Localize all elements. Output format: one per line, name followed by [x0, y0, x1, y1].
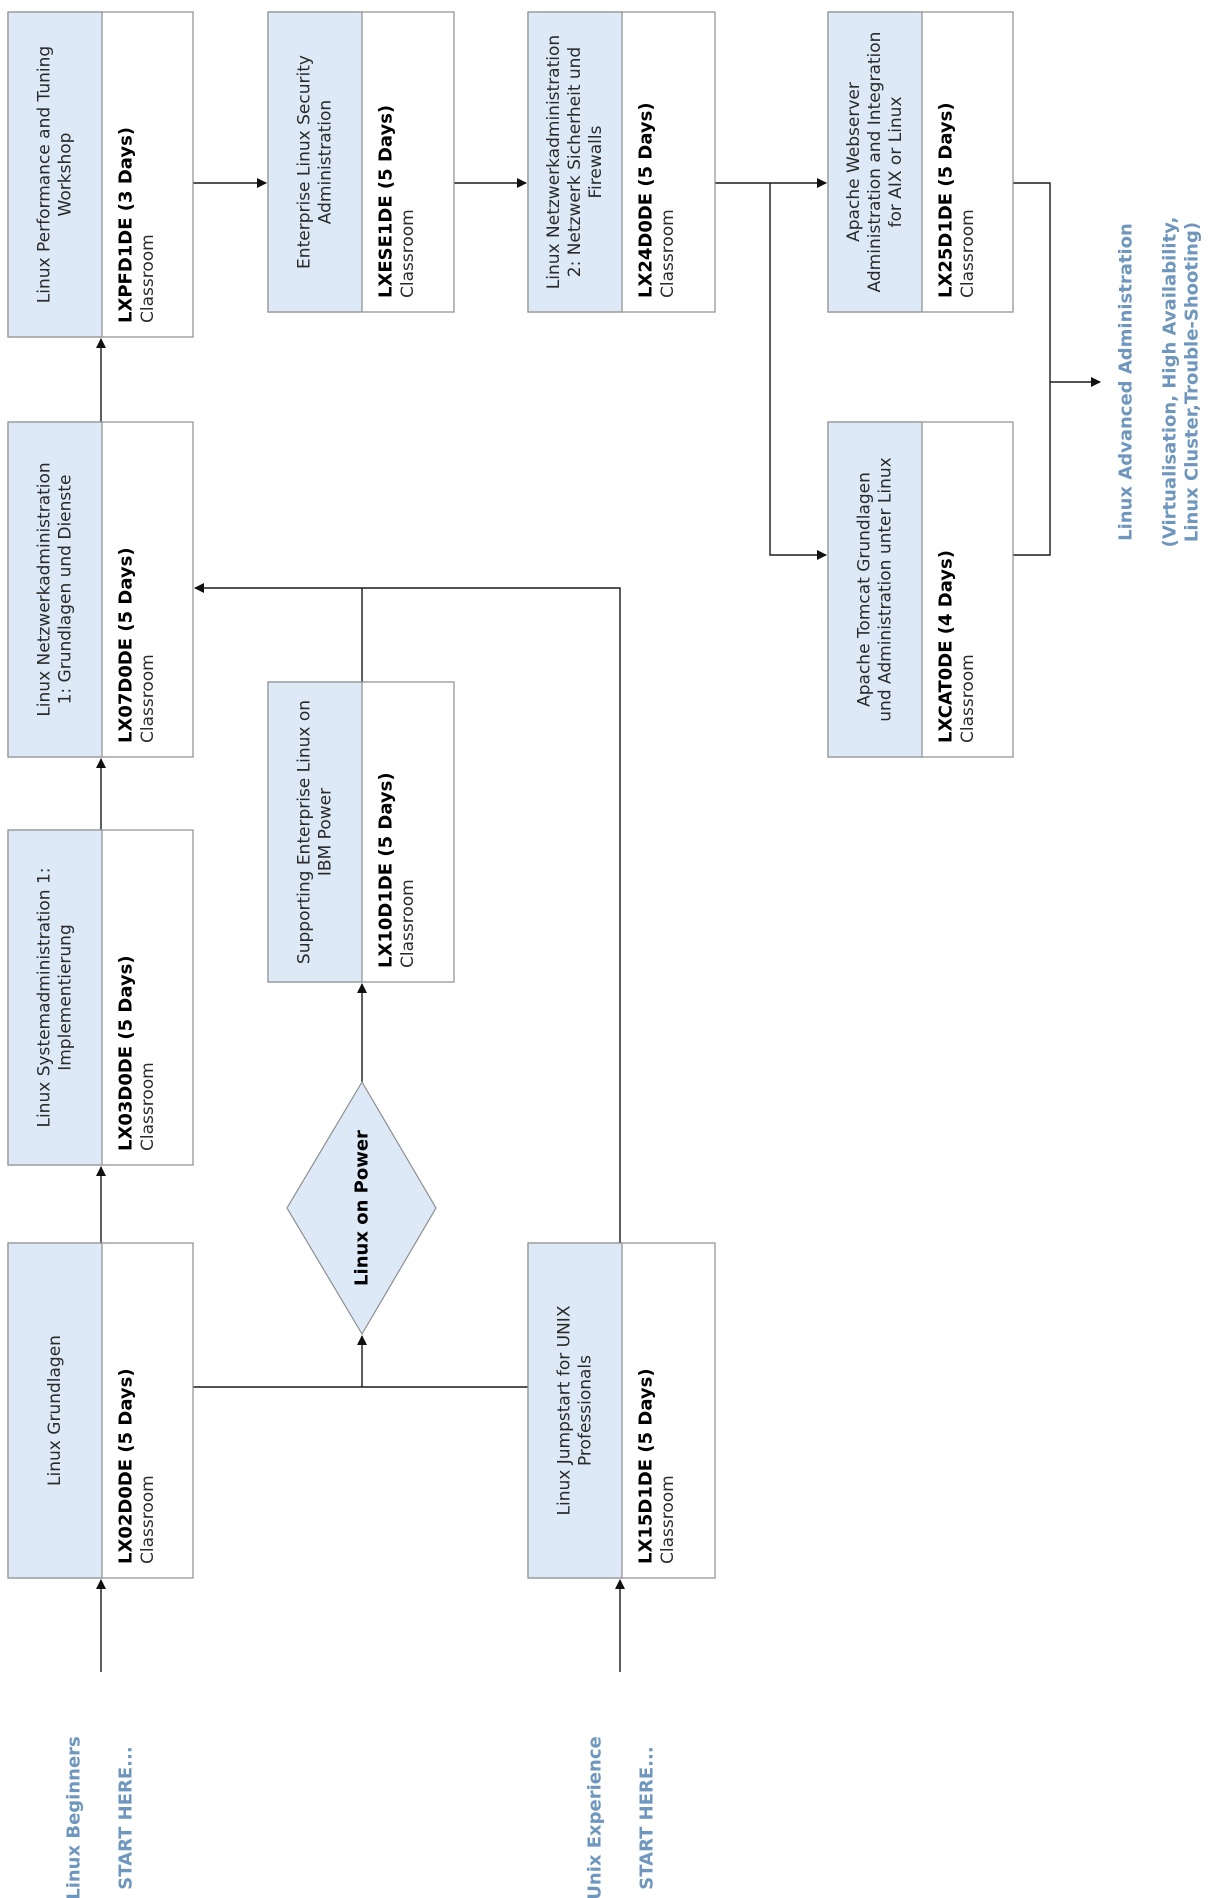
- course-title-line: Apache Tomcat Grundlagen: [855, 472, 875, 707]
- course-code: LX15D1DE (5 Days): [636, 1368, 657, 1564]
- start-label-line: Unix Experience: [585, 1736, 606, 1898]
- course-title-panel: [7, 11, 103, 338]
- course-delivery-mode: Classroom: [138, 654, 158, 743]
- course-delivery-mode: Classroom: [138, 1475, 158, 1564]
- course-title-line: Administration and Integration: [865, 32, 885, 293]
- course-box-02d[interactable]: Linux Grundlagen LX02D0DE (5 Days)Classro…: [7, 1242, 194, 1579]
- course-title-panel: [827, 11, 923, 313]
- decision-diamond-linux-on-power[interactable]: Linux on Power: [286, 1080, 437, 1336]
- course-title-line: for AIX or Linux: [886, 96, 906, 227]
- course-title-panel: [527, 1242, 623, 1579]
- course-title-line: Linux Netzwerkadministration: [544, 35, 564, 289]
- course-delivery-mode: Classroom: [398, 209, 418, 298]
- course-code: LXPFD1DE (3 Days): [116, 127, 137, 323]
- course-title-line: Firewalls: [586, 125, 606, 198]
- course-title-line: Administration: [316, 100, 336, 224]
- course-title-line: und Administration unter Linux: [876, 457, 896, 721]
- course-title-line: Workshop: [56, 133, 76, 217]
- course-title-line: 1: Grundlagen und Dienste: [56, 475, 76, 705]
- start-label-line: START HERE...: [116, 1746, 137, 1889]
- course-delivery-mode: Classroom: [958, 654, 978, 743]
- arrow-lx24-to-lxcat: [769, 183, 827, 560]
- course-title-line: 2: Netzwerk Sicherheit und: [565, 47, 585, 277]
- course-code: LX24D0DE (5 Days): [636, 102, 657, 298]
- course-title-line: Implementierung: [56, 924, 76, 1071]
- course-code: LX02D0DE (5 Days): [116, 1368, 137, 1564]
- course-title-line: Professionals: [576, 1355, 596, 1466]
- course-code: LX10D1DE (5 Days): [376, 772, 397, 968]
- course-title-panel: [7, 1242, 103, 1579]
- course-delivery-mode: Classroom: [138, 234, 158, 323]
- course-delivery-mode: Classroom: [658, 209, 678, 298]
- start-label-unix: Unix Experience START HERE...: [585, 1736, 658, 1898]
- course-box-03d[interactable]: Linux Systemadministration 1:Implementie…: [7, 829, 194, 1166]
- goal-label-advanced-administration: Linux Advanced Administration (Virtualisa…: [1116, 217, 1203, 548]
- course-title-panel: [7, 421, 103, 758]
- goal-subtitle-line: Linux Cluster,Trouble-Shooting): [1182, 222, 1203, 542]
- start-label-line: Linux Beginners: [64, 1736, 85, 1898]
- course-title-line: Linux Jumpstart for UNIX: [555, 1305, 575, 1515]
- course-code: LXESE1DE (5 Days): [376, 105, 397, 298]
- course-title-line: Linux Grundlagen: [45, 1335, 65, 1486]
- course-title-panel: [7, 829, 103, 1166]
- course-code: LX07D0DE (5 Days): [116, 547, 137, 743]
- decision-label: Linux on Power: [352, 1130, 373, 1286]
- course-delivery-mode: Classroom: [138, 1062, 158, 1151]
- course-title-line: Linux Netzwerkadministration: [35, 462, 55, 716]
- course-code: LX03D0DE (5 Days): [116, 955, 137, 1151]
- decision-diamond-shape: [286, 1080, 437, 1336]
- start-label-beginners: Linux Beginners START HERE...: [64, 1736, 137, 1898]
- course-delivery-mode: Classroom: [398, 879, 418, 968]
- course-code: LX25D1DE (5 Days): [936, 102, 957, 298]
- course-delivery-mode: Classroom: [958, 209, 978, 298]
- course-code: LXCAT0DE (4 Days): [936, 550, 957, 743]
- arrow-lx15-to-lx07: [194, 583, 621, 1243]
- course-title-line: Linux Systemadministration 1:: [35, 867, 55, 1127]
- course-title-line: Supporting Enterprise Linux on: [295, 700, 315, 964]
- course-title-panel: [267, 11, 363, 313]
- start-label-line: START HERE...: [637, 1746, 658, 1889]
- course-title-line: Linux Performance and Tuning: [35, 46, 55, 303]
- course-title-panel: [827, 421, 923, 758]
- goal-title: Linux Advanced Administration: [1116, 223, 1137, 541]
- course-title-panel: [267, 681, 363, 983]
- course-title-line: Enterprise Linux Security: [295, 55, 315, 269]
- course-title-panel: [527, 11, 623, 313]
- connectors: [96, 178, 1101, 1672]
- goal-subtitle-line: (Virtualisation, High Availability,: [1160, 217, 1181, 548]
- course-title-line: IBM Power: [316, 788, 336, 876]
- course-delivery-mode: Classroom: [658, 1475, 678, 1564]
- course-title-line: Apache Webserver: [844, 82, 864, 242]
- line-merge-to-goal: [1013, 182, 1051, 556]
